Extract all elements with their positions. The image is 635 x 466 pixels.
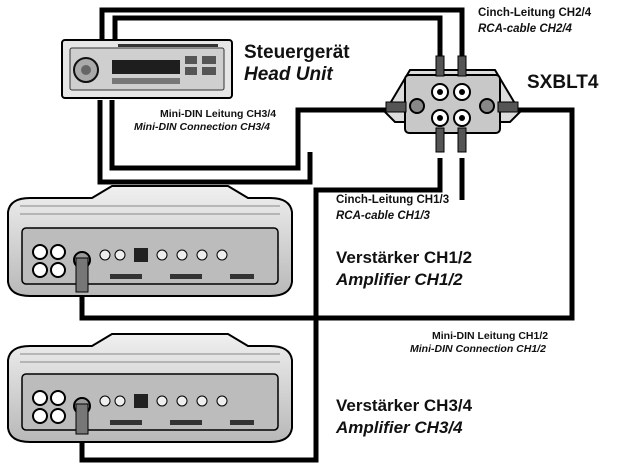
minidin-ch3-4-label-en: Mini-DIN Connection CH3/4: [134, 121, 270, 133]
minidin-cable-ch1-2: [79, 107, 575, 321]
head-unit-label-de: Steuergerät: [244, 42, 350, 63]
cables: [79, 7, 575, 463]
amplifier-ch3-4-label-de: Verstärker CH3/4: [336, 396, 473, 415]
head-unit: [61, 39, 233, 99]
minidin-cable-ch3-4-b: [109, 100, 392, 171]
amplifier-ch1-2: [7, 185, 293, 297]
minidin-ch3-4-label-de: Mini-DIN Leitung CH3/4: [160, 108, 277, 120]
cinch-ch2-4-label-de: Cinch-Leitung CH2/4: [478, 7, 592, 19]
amplifier-ch3-4: [7, 333, 293, 443]
cinch-cable-ch2-4-b: [112, 15, 443, 70]
cinch-ch2-4-label-en: RCA-cable CH2/4: [478, 23, 572, 35]
sxblt4-module: [383, 55, 522, 153]
minidin-cable-ch3-4: [97, 100, 313, 185]
amplifier-ch1-2-label-en: Amplifier CH1/2: [336, 270, 463, 289]
cinch-ch1-3-label-en: RCA-cable CH1/3: [336, 210, 430, 222]
head-unit-label-en: Head Unit: [244, 64, 333, 85]
cinch-cable-ch1-3: [79, 158, 443, 463]
amplifier-ch3-4-label-en: Amplifier CH3/4: [336, 418, 463, 437]
cinch-ch1-3-label-de: Cinch-Leitung CH1/3: [336, 194, 450, 206]
amplifier-ch1-2-label-de: Verstärker CH1/2: [336, 248, 473, 267]
cinch-cable-ch2-4: [99, 7, 465, 70]
module-name-label: SXBLT4: [527, 72, 599, 93]
minidin-ch1-2-label-de: Mini-DIN Leitung CH1/2: [432, 330, 549, 342]
minidin-ch1-2-label-en: Mini-DIN Connection CH1/2: [410, 343, 546, 355]
